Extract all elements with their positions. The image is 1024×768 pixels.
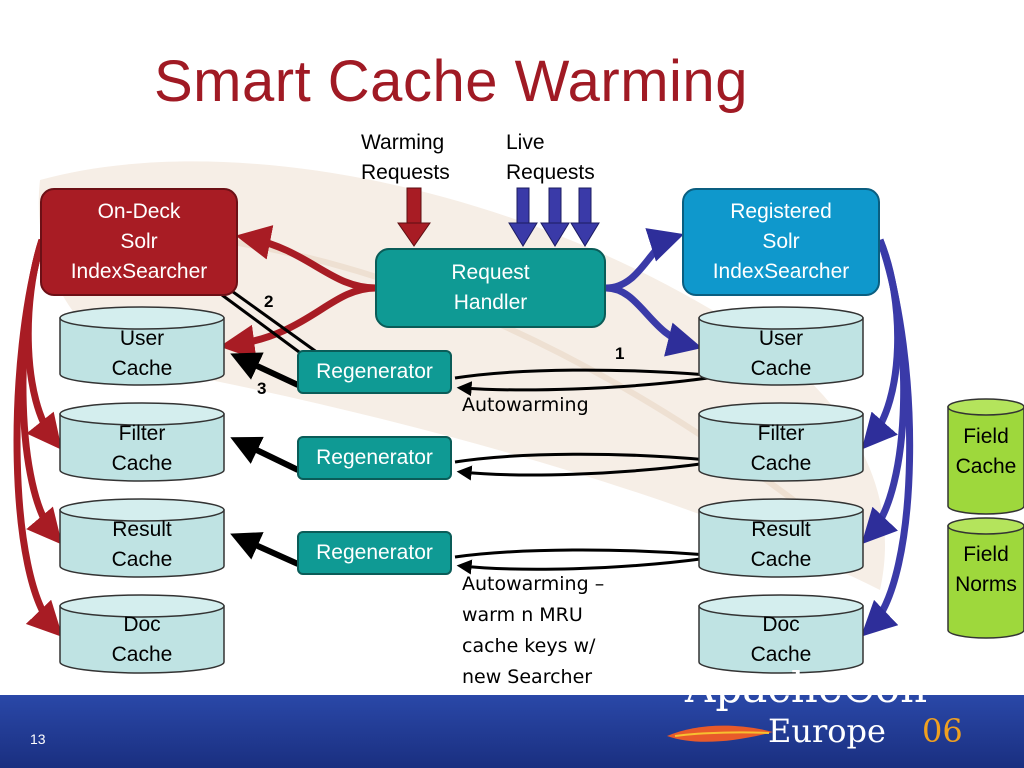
field-norms-label: Field Norms [948,540,1024,600]
field-norms-line-1: Field [963,543,1009,566]
step-number-3: 3 [257,379,267,398]
cache-line-2: Cache [111,548,173,571]
handler-to-registered-arrows [605,228,703,357]
warming-requests-label: Warming Requests [361,128,450,188]
ondeck-line-1: On-Deck [97,200,181,223]
regenerator-label: Regenerator [316,541,433,564]
registered-line-3: IndexSearcher [712,260,850,283]
detail-line-3: cache keys w/ [462,635,596,657]
cache-line-2: Cache [111,643,173,666]
left-filter-cache-cylinder [59,402,225,482]
logo-europe: Europe [768,712,886,750]
handler-line-1: Request [451,261,530,284]
cache-line-1: Doc [762,613,800,636]
autowarming-note: Autowarming [462,394,589,416]
field-cache-line-1: Field [963,425,1009,448]
cache-line-2: Cache [111,452,173,475]
field-norms-line-2: Norms [955,573,1017,596]
field-norms-cylinder [947,517,1024,639]
field-cache-label: Field Cache [948,422,1024,482]
cache-line-1: Filter [757,422,805,445]
regenerator-box-3: Regenerator [297,531,452,575]
logo-apachecon: ApacheCon [685,663,928,712]
right-user-cache-cylinder [698,306,864,386]
right-doc-cache-label: Doc Cache [699,610,863,670]
live-request-arrows [508,187,600,247]
autowarming-detail-note: Autowarming – warm n MRU cache keys w/ n… [462,569,604,693]
slide-number: 13 [30,731,46,747]
detail-line-4: new Searcher [462,666,593,688]
footer-band [0,695,1024,768]
live-line-2: Requests [506,161,595,184]
right-filter-cache-label: Filter Cache [699,419,863,479]
ondeck-searcher-box: On-Deck Solr IndexSearcher [40,188,238,296]
cache-line-2: Cache [111,357,173,380]
warming-line-2: Requests [361,161,450,184]
regenerator-box-1: Regenerator [297,350,452,394]
handler-to-ondeck-arrows [219,225,377,360]
right-result-cache-cylinder [698,498,864,578]
request-handler-box: Request Handler [375,248,606,328]
left-doc-cache-cylinder [59,594,225,674]
field-cache-line-2: Cache [955,455,1017,478]
warming-line-1: Warming [361,131,445,154]
cache-line-2: Cache [750,548,812,571]
right-filter-cache-cylinder [698,402,864,482]
left-result-cache-cylinder [59,498,225,578]
ondeck-to-caches-arrows [13,238,63,638]
detail-line-1: Autowarming – [462,573,605,595]
left-user-cache-label: User Cache [60,324,224,384]
regenerator-box-2: Regenerator [297,436,452,480]
cache-line-1: User [758,327,804,350]
cache-line-1: Filter [118,422,166,445]
autowarming-loops [454,368,709,575]
live-line-1: Live [506,131,545,154]
cache-line-2: Cache [750,643,812,666]
field-cache-cylinder [947,398,1024,515]
registered-to-caches-arrows [860,238,914,637]
handler-line-2: Handler [453,291,528,314]
left-filter-cache-label: Filter Cache [60,419,224,479]
cache-line-1: Doc [123,613,161,636]
registered-line-2: Solr [762,230,800,253]
regenerator-label: Regenerator [316,446,433,469]
warming-request-arrow [397,187,431,247]
right-doc-cache-cylinder [698,594,864,674]
registered-line-1: Registered [730,200,832,223]
cache-line-1: User [119,327,165,350]
cache-line-2: Cache [750,452,812,475]
left-result-cache-label: Result Cache [60,515,224,575]
right-result-cache-label: Result Cache [699,515,863,575]
left-user-cache-cylinder [59,306,225,386]
regenerator-label: Regenerator [316,360,433,383]
apachecon-logo: ApacheCon Europe 06 [640,640,1024,768]
step-number-1: 1 [615,344,625,363]
right-user-cache-label: User Cache [699,324,863,384]
left-doc-cache-label: Doc Cache [60,610,224,670]
step-number-2: 2 [264,292,274,311]
logo-feather-icon [667,725,773,742]
ondeck-line-2: Solr [120,230,158,253]
cache-line-1: Result [751,518,811,541]
registered-searcher-box: Registered Solr IndexSearcher [682,188,880,296]
detail-line-2: warm n MRU [462,604,583,626]
ondeck-line-3: IndexSearcher [70,260,208,283]
cache-line-2: Cache [750,357,812,380]
logo-year: 06 [922,712,963,750]
live-requests-label: Live Requests [506,128,595,188]
cache-line-1: Result [112,518,172,541]
slide-title: Smart Cache Warming [154,49,748,114]
regenerator-to-left-cache-arrows [230,352,300,567]
